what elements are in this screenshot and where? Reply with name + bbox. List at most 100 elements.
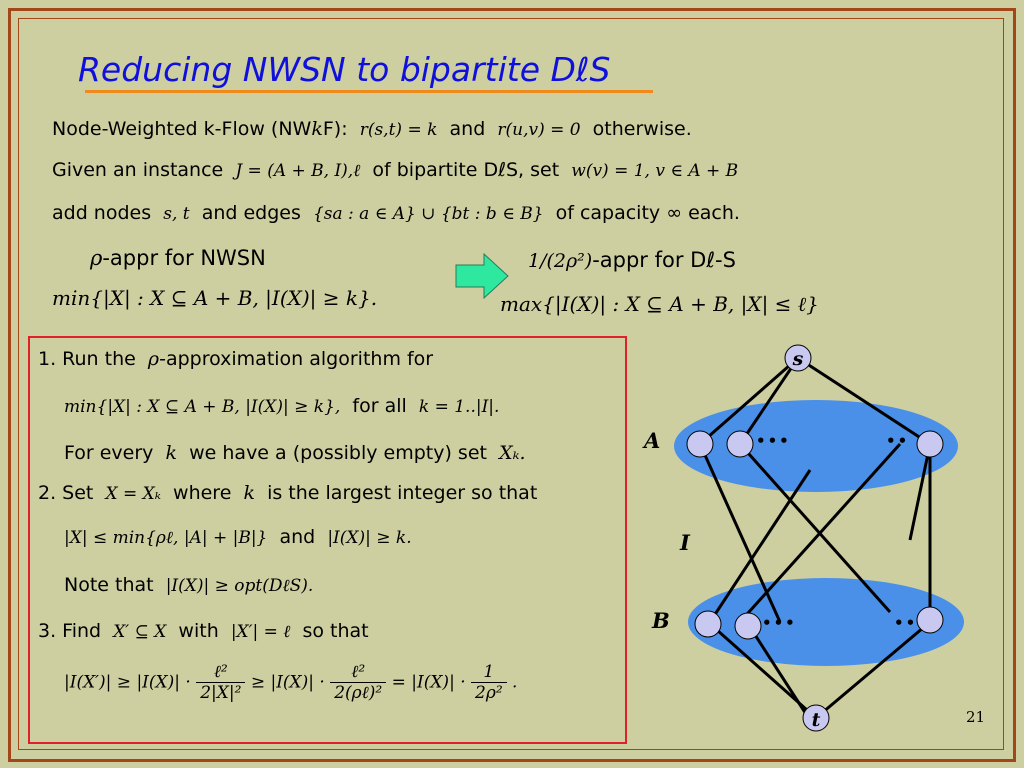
edges [698, 356, 932, 720]
k-symbol: k [243, 482, 255, 504]
node-t-label: t [812, 709, 821, 731]
fraction-3-den: 2ρ² [475, 683, 503, 703]
step-text: where [173, 482, 232, 504]
edge [738, 357, 800, 445]
ellipsis-dots: •• [894, 614, 917, 632]
node-a [686, 430, 714, 458]
intro-text: F): [322, 118, 348, 140]
step-2-condition-line: |X| ≤ min{ρℓ, |A| + |B|} and |I(X)| ≥ k. [64, 526, 412, 548]
left-problem-text: -appr for NWSN [102, 246, 266, 270]
step-text: 2. Set [38, 482, 94, 504]
set-a-ellipse [674, 400, 958, 492]
set-a-label: A [642, 428, 660, 453]
step-2-line: 2. Set X = Xₖ where k is the largest int… [38, 482, 537, 504]
intro-text: add nodes [52, 202, 152, 224]
formula-weights: w(v) = 1, v ∈ A + B [571, 161, 739, 181]
formula-min-step1: min{|X| : X ⊆ A + B, |I(X)| ≥ k}, [64, 397, 341, 417]
ratio-formula: 1/(2ρ²) [528, 250, 593, 272]
formula-end: . [512, 672, 518, 693]
node-b [734, 612, 762, 640]
step-3-line: 3. Find X′ ⊆ X with |X′| = ℓ so that [38, 620, 369, 642]
intro-text: otherwise. [592, 118, 692, 140]
formula-k-range: k = 1..|I|. [418, 397, 500, 417]
node-a [916, 430, 944, 458]
formula-min-nwsn: min{|X| : X ⊆ A + B, |I(X)| ≥ k}. [52, 286, 378, 310]
formula-lhs: |I(X′)| ≥ |I(X)| · [64, 672, 191, 693]
edge [797, 356, 931, 446]
formula-size-l: |X′| = ℓ [230, 622, 291, 642]
node-b [694, 610, 722, 638]
ellipsis-dots: ••• [762, 614, 797, 632]
formula-r-uv: r(u,v) = 0 [497, 120, 581, 140]
k-symbol: k [165, 442, 178, 464]
fraction-3-num: 1 [471, 662, 507, 683]
step-text: with [178, 620, 219, 642]
intro-line-3: add nodes s, t and edges {sa : a ∈ A} ∪ … [52, 202, 740, 224]
fraction-1-num: ℓ² [196, 662, 246, 683]
slide-frame-outer [8, 8, 1016, 762]
algorithm-box [28, 336, 627, 744]
step-text: for all [352, 395, 407, 417]
ellipsis-dots: •• [886, 432, 909, 450]
left-problem-label: ρ-appr for NWSN [90, 246, 266, 270]
set-b-label: B [651, 608, 670, 633]
edge [908, 443, 932, 541]
formula-st: s, t [163, 204, 190, 224]
edge [738, 442, 902, 624]
formula-opt-bound: |I(X)| ≥ opt(DℓS). [165, 576, 314, 596]
page-number: 21 [966, 708, 986, 726]
step-text: is the largest integer so that [267, 482, 538, 504]
edge [699, 356, 799, 446]
formula-subset: X′ ⊆ X [113, 622, 167, 642]
node-a [726, 430, 754, 458]
intro-text: Node-Weighted k-Flow (NW [52, 118, 312, 140]
formula-mid: ≥ |I(X)| · [250, 672, 325, 693]
intro-line-1: Node-Weighted k-Flow (NWkF): r(s,t) = k … [52, 118, 692, 140]
intro-text: of capacity ∞ each. [555, 202, 740, 224]
rho-symbol: ρ [90, 246, 103, 270]
step-text: 3. Find [38, 620, 102, 642]
ellipsis-dots: ••• [756, 432, 791, 450]
right-problem-formula: max{|I(X)| : X ⊆ A + B, |X| ≤ ℓ} [500, 292, 819, 317]
formula-set-x: X = Xₖ [105, 484, 161, 504]
green-arrow [455, 252, 509, 300]
step-1-line: 1. Run the ρ-approximation algorithm for [38, 348, 433, 370]
edge [815, 620, 931, 720]
step-2-note-line: Note that |I(X)| ≥ opt(DℓS). [64, 574, 313, 596]
left-problem-formula: min{|X| : X ⊆ A + B, |I(X)| ≥ k}. [52, 286, 377, 310]
fraction-2-num: ℓ² [330, 662, 387, 683]
formula-size-bound: |X| ≤ min{ρℓ, |A| + |B|} [64, 528, 268, 548]
intro-text: of bipartite DℓS, set [372, 159, 560, 181]
formula-edges: {sa : a ∈ A} ∪ {bt : b ∈ B} [312, 204, 544, 224]
xk-symbol: Xₖ. [499, 442, 526, 464]
intro-text: and [449, 118, 486, 140]
formula-max-dls: max{|I(X)| : X ⊆ A + B, |X| ≤ ℓ} [500, 292, 819, 316]
edge [738, 443, 892, 613]
edge [746, 623, 808, 715]
title-underline [85, 90, 653, 93]
slide-title: Reducing NWSN to bipartite DℓS [78, 50, 611, 89]
formula-flow-bound: |I(X)| ≥ k. [327, 528, 412, 548]
formula-instance: J = (A + B, I),ℓ [235, 161, 361, 181]
step-text: 1. Run the [38, 348, 136, 370]
node-t [802, 704, 830, 732]
node-b [916, 606, 944, 634]
intro-text: Given an instance [52, 159, 224, 181]
set-b-ellipse [688, 578, 964, 666]
fraction-2-den: 2(ρℓ)² [334, 683, 383, 703]
step-text: For every [64, 442, 154, 464]
intro-text: and edges [201, 202, 301, 224]
step-text: -approximation algorithm for [159, 348, 434, 370]
edge-set-i-label: I [679, 530, 691, 555]
fraction-1-den: 2|X|² [200, 683, 242, 703]
formula-eq: = |I(X)| · [391, 672, 466, 693]
step-1-formula-line: min{|X| : X ⊆ A + B, |I(X)| ≥ k}, for al… [64, 395, 499, 417]
formula-r-st: r(s,t) = k [359, 120, 438, 140]
node-s-label: s [792, 348, 804, 370]
